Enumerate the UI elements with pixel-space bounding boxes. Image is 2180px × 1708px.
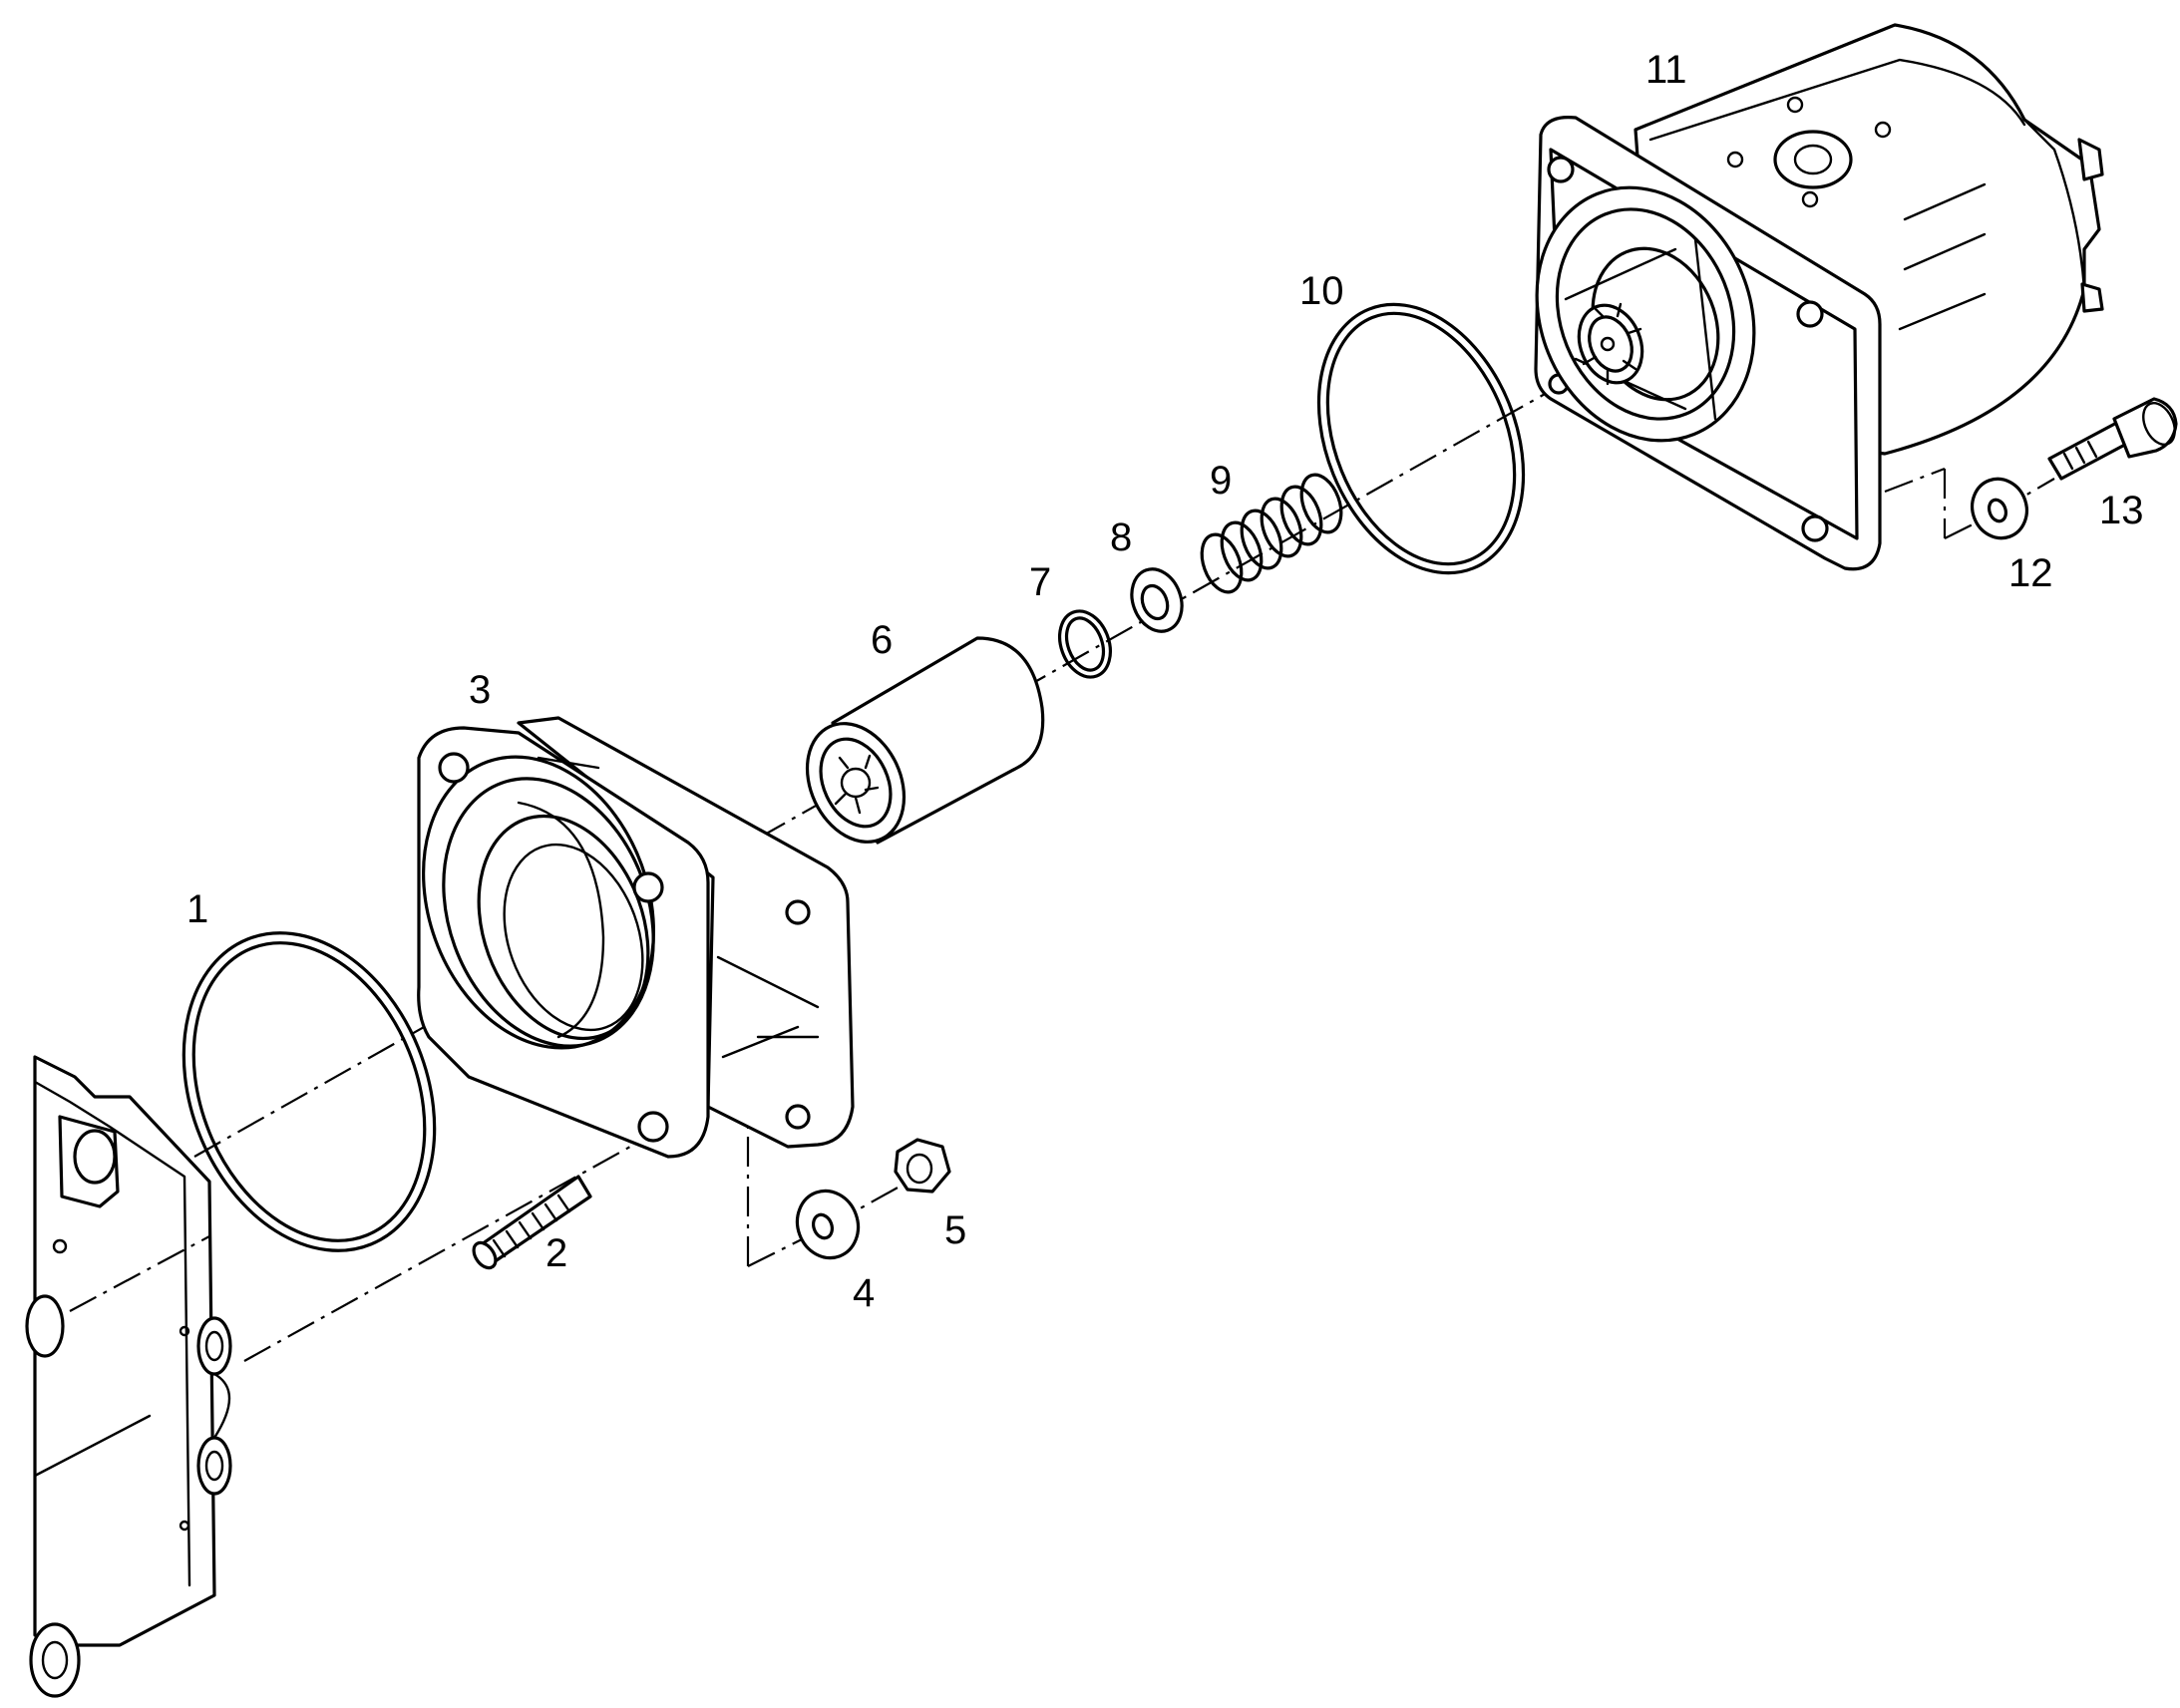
part-1-o-ring (182, 931, 437, 1252)
part-7-snap-ring (1058, 609, 1112, 679)
part-12-washer (1971, 477, 2028, 540)
callout-8: 8 (1110, 515, 1132, 559)
part-2-stud (472, 1175, 592, 1270)
pump-housing (25, 1055, 232, 1698)
part-4-washer (795, 1189, 861, 1260)
part-8-washer (1130, 567, 1184, 633)
callout-11: 11 (1645, 48, 1687, 92)
part-9-spring (1200, 473, 1343, 594)
callout-6: 6 (871, 618, 893, 662)
part-11-gear-pump (1534, 23, 2104, 571)
callout-9: 9 (1210, 459, 1232, 503)
callout-3: 3 (469, 668, 491, 712)
part-5-nut (894, 1138, 951, 1194)
callout-labels: 1 2 3 4 5 6 7 8 9 10 11 12 13 (186, 48, 2144, 1315)
callout-12: 12 (2008, 551, 2053, 595)
callout-1: 1 (186, 887, 208, 931)
callout-2: 2 (545, 1231, 567, 1275)
part-10-o-ring (1316, 302, 1526, 575)
callout-10: 10 (1299, 269, 1344, 313)
callout-13: 13 (2099, 489, 2144, 532)
part-13-cap-screw (2047, 397, 2178, 481)
callout-7: 7 (1029, 560, 1051, 604)
callout-5: 5 (944, 1208, 966, 1252)
part-6-coupling-sleeve (805, 636, 1045, 845)
callout-4: 4 (853, 1271, 875, 1315)
part-3-adapter-flange (417, 716, 855, 1159)
